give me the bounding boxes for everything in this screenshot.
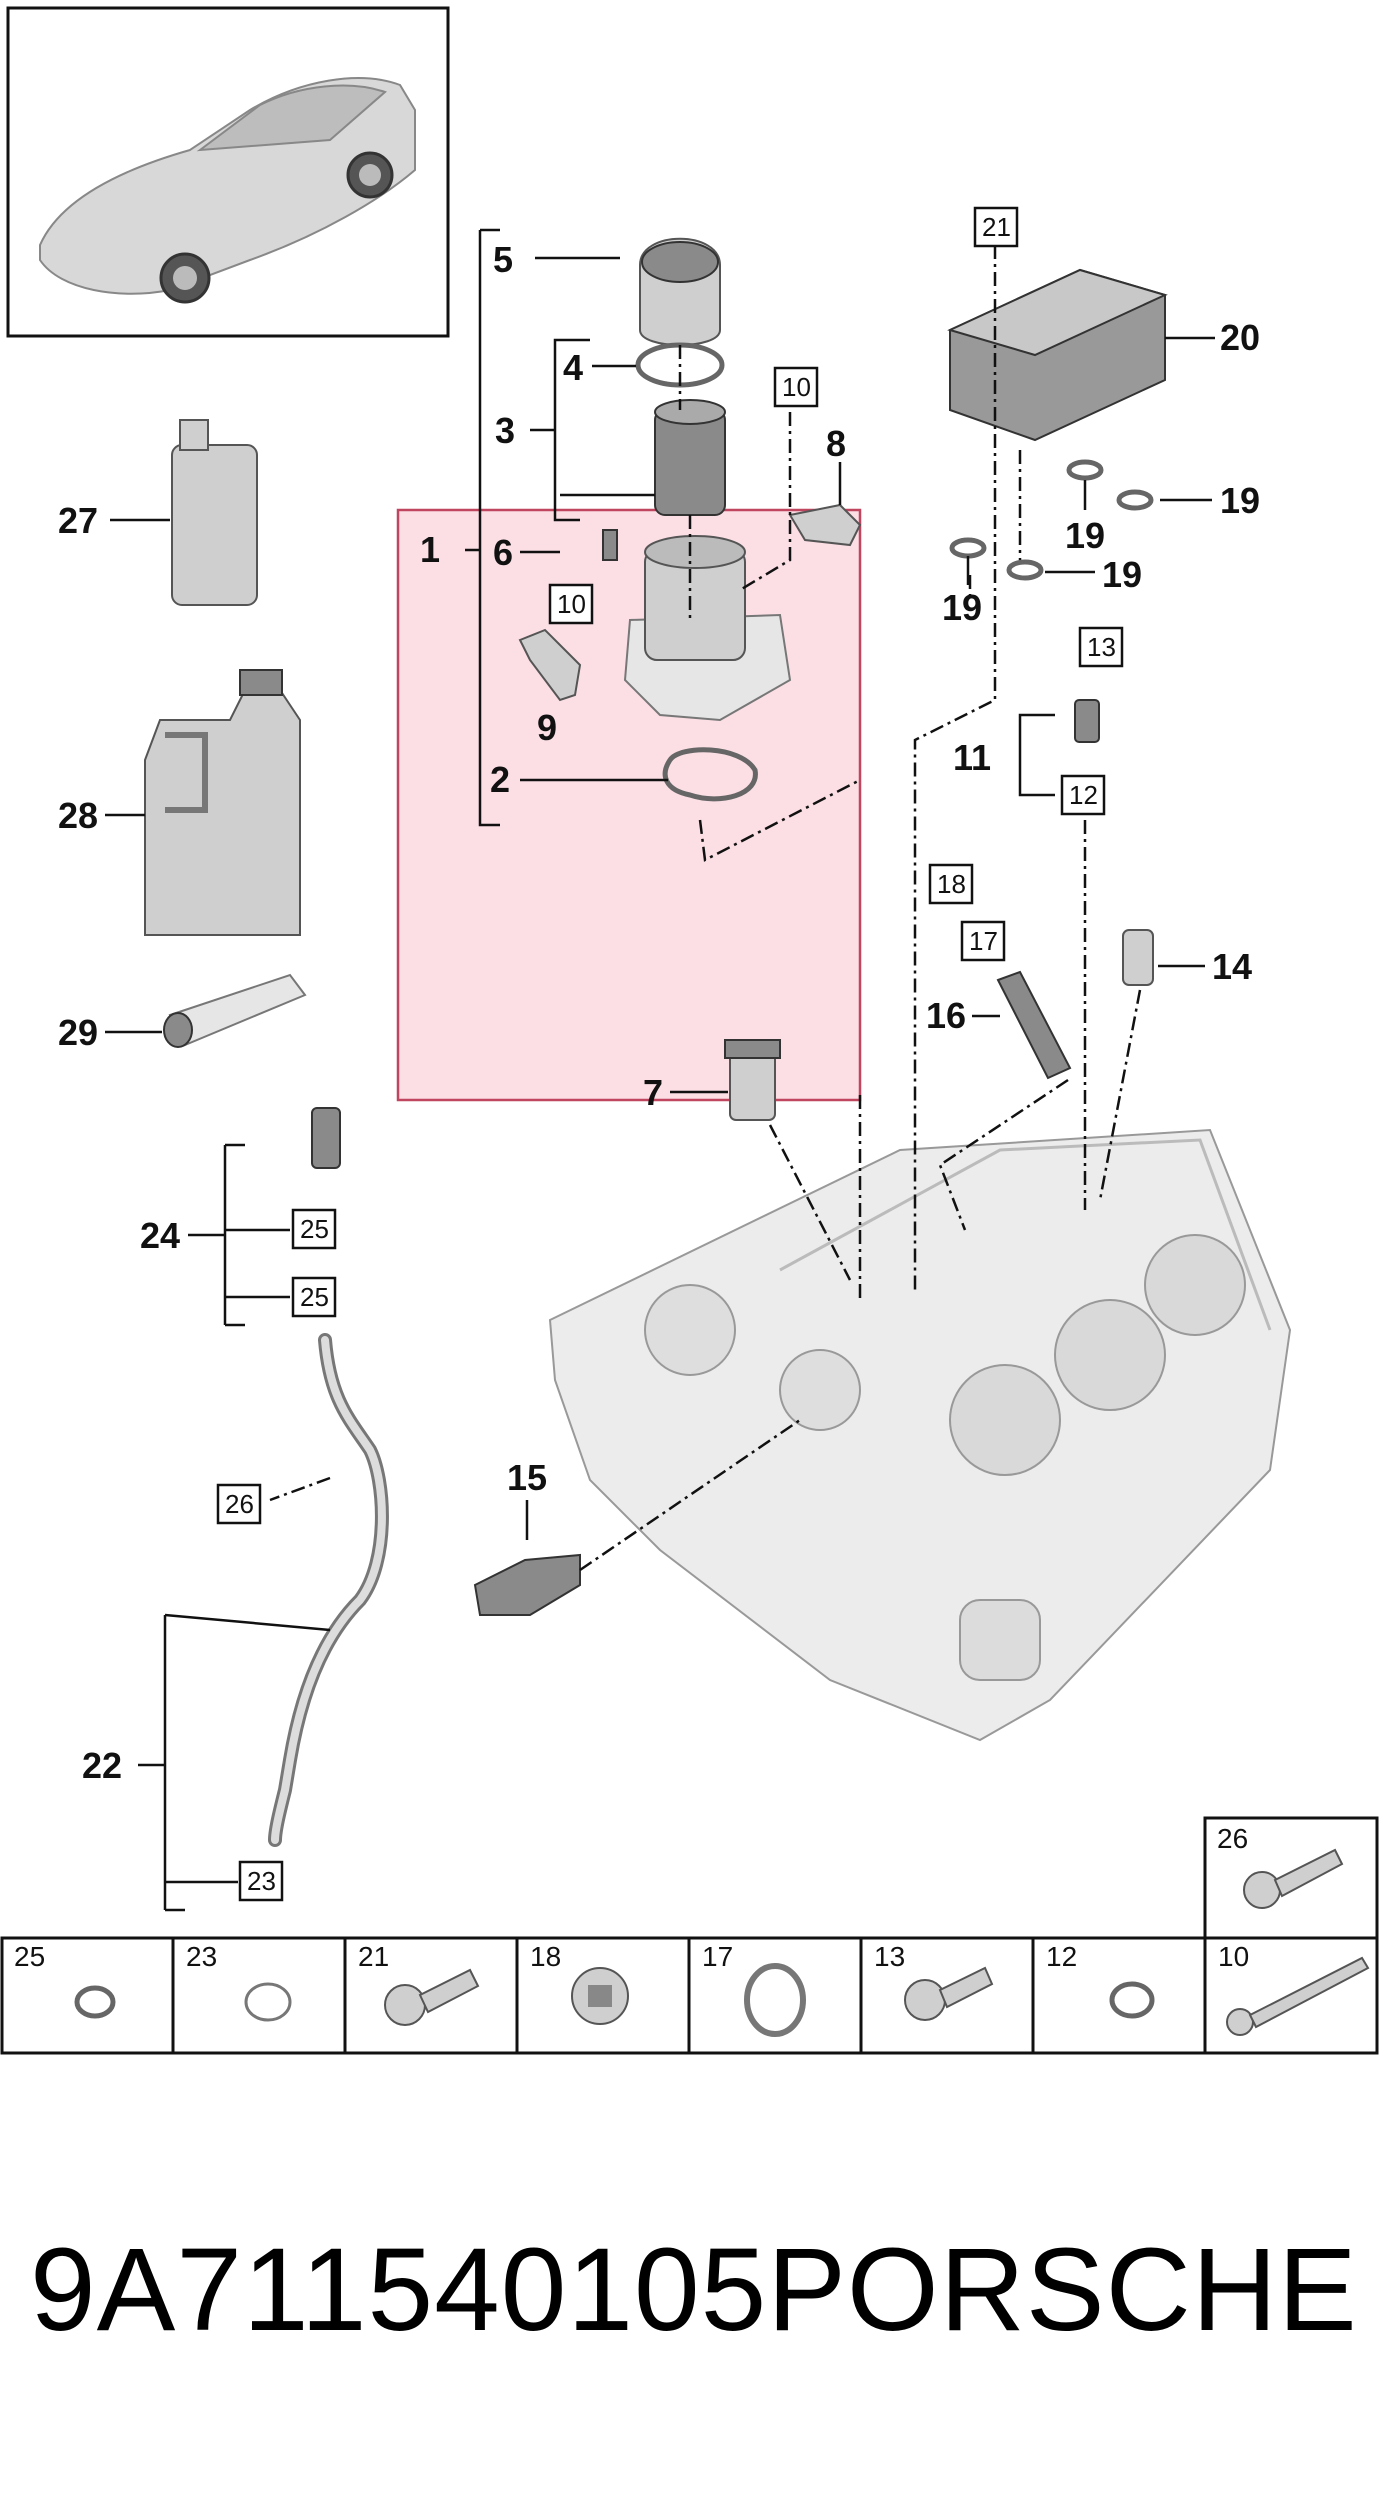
box-25a: 25	[300, 1214, 329, 1244]
filter-element	[654, 399, 726, 516]
box-17: 17	[969, 926, 998, 956]
table-cell-21: 21	[358, 1941, 389, 1972]
table-cell-12: 12	[1046, 1941, 1077, 1972]
sensor-11	[1074, 699, 1100, 743]
callout-15: 15	[507, 1457, 547, 1498]
table-cell-23: 23	[186, 1941, 217, 1972]
part-number: 9A711540105	[30, 2224, 768, 2356]
footer: 9A711540105 PORSCHE	[0, 2224, 1379, 2356]
box-18: 18	[937, 869, 966, 899]
box-10b: 10	[557, 589, 586, 619]
box-25b: 25	[300, 1282, 329, 1312]
callout-20: 20	[1220, 317, 1260, 358]
plug-icon-18	[571, 1967, 629, 2025]
box-10a: 10	[782, 372, 811, 402]
valve-16	[996, 970, 1072, 1080]
seal-icon-17	[744, 1963, 806, 2037]
oil-jug-28	[144, 669, 301, 936]
bracket-9	[518, 628, 582, 702]
table-cell-17: 17	[702, 1941, 733, 1972]
box-13: 13	[1087, 632, 1116, 662]
callout-16: 16	[926, 995, 966, 1036]
gasket-2	[662, 747, 758, 802]
brand-name: PORSCHE	[767, 2224, 1358, 2356]
callout-7: 7	[643, 1072, 663, 1113]
hardware-extra-label: 26	[1217, 1823, 1248, 1854]
table-cell-18: 18	[530, 1941, 561, 1972]
bolt-icon-26	[1243, 1848, 1344, 1909]
callout-1: 1	[420, 529, 440, 570]
oil-filter-housing	[623, 535, 792, 722]
table-cell-10: 10	[1218, 1941, 1249, 1972]
callout-29: 29	[58, 1012, 98, 1053]
leader-lines	[105, 228, 1215, 1912]
callout-22: 22	[82, 1745, 122, 1786]
sensor-7	[724, 1039, 781, 1121]
callout-19a: 19	[1220, 480, 1260, 521]
sensor-15	[473, 1553, 581, 1616]
callout-9: 9	[537, 707, 557, 748]
callout-4: 4	[563, 347, 583, 388]
engine-block	[548, 1128, 1292, 1742]
callout-19b: 19	[1065, 515, 1105, 556]
dipstick-tube	[268, 1333, 389, 1847]
callout-5: 5	[493, 239, 513, 280]
oil-bottle-27	[171, 419, 258, 606]
box-12: 12	[1069, 780, 1098, 810]
oil-cooler	[947, 268, 1168, 442]
callout-14: 14	[1212, 946, 1252, 987]
table-cell-13: 13	[874, 1941, 905, 1972]
table-cell-25: 25	[14, 1941, 45, 1972]
callout-28: 28	[58, 795, 98, 836]
bracket-8	[788, 503, 862, 547]
hardware-table: 26 25 23 21 18 17 13 12 10	[0, 1816, 1379, 2055]
highlight-region	[396, 508, 862, 1102]
callout-6: 6	[493, 532, 513, 573]
callout-2: 2	[490, 759, 510, 800]
callout-8: 8	[826, 423, 846, 464]
washer-icon-25	[74, 1985, 116, 2019]
box-23: 23	[247, 1866, 276, 1896]
sensor-14	[1122, 929, 1154, 986]
vehicle-thumbnail	[6, 6, 450, 338]
dipstick-handle	[311, 1107, 341, 1169]
box-26: 26	[225, 1489, 254, 1519]
bolt-icon-21	[384, 1968, 480, 2026]
bolt-icon-13	[904, 1966, 994, 2021]
ring-icon-23	[244, 1982, 292, 2022]
oil-filter-cap	[639, 237, 721, 346]
callout-27: 27	[58, 500, 98, 541]
callout-19d: 19	[942, 587, 982, 628]
callout-3: 3	[495, 410, 515, 451]
callout-labels: 5 4 3 1 6 9 2 7 8 20 19 19 19 19 11 14 1…	[58, 239, 1260, 1786]
callout-11: 11	[953, 737, 991, 778]
washer-icon-12	[1109, 1981, 1155, 2019]
bolt-icon-10	[1226, 1956, 1370, 2036]
sealant-tube-29	[163, 973, 307, 1048]
callout-24: 24	[140, 1215, 180, 1256]
box-21: 21	[982, 212, 1011, 242]
boxed-labels: 10 10 21 13 12 18 17 25 25 26 23	[216, 206, 1124, 1902]
callout-19c: 19	[1102, 554, 1142, 595]
bolt-6	[602, 529, 618, 561]
